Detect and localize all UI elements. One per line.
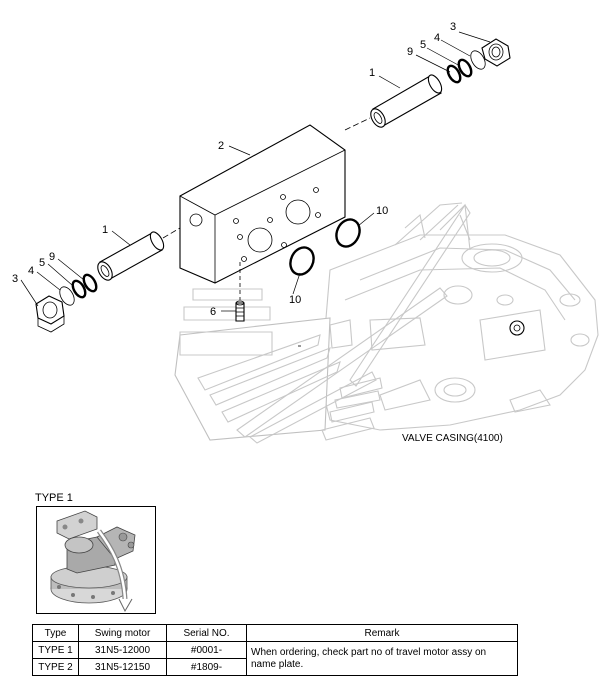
sleeve-lower-part-1 <box>97 231 165 281</box>
callout-4-upper: 4 <box>434 32 440 44</box>
swing-motor-illustration <box>37 507 155 613</box>
callout-10-lower: 10 <box>289 294 301 306</box>
callout-5-upper: 5 <box>420 39 426 51</box>
callout-9-upper: 9 <box>407 46 413 58</box>
seal-rings-upper <box>446 50 486 84</box>
o-rings-part-10 <box>289 218 361 276</box>
plug-lower-part-3 <box>35 295 65 333</box>
leader-lines <box>20 31 491 312</box>
set-screw-part-6 <box>235 300 245 322</box>
callout-9-lower: 9 <box>49 251 55 263</box>
cell-type: TYPE 2 <box>32 658 79 676</box>
callout-1-lower: 1 <box>102 224 108 236</box>
type-info-table: Type Swing motor Serial NO. Remark TYPE … <box>32 624 518 676</box>
plug-upper-part-3 <box>481 38 511 67</box>
callout-4-lower: 4 <box>28 265 34 277</box>
callout-labels: 1 2 3 4 5 9 10 1 3 4 5 9 10 6 <box>12 21 456 318</box>
cell-swing-motor: 31N5-12000 <box>78 641 167 659</box>
type-section-title: TYPE 1 <box>35 492 73 504</box>
header-swing-motor: Swing motor <box>78 624 167 642</box>
header-remark: Remark <box>246 624 518 642</box>
valve-casing-outline <box>319 202 599 431</box>
callout-6: 6 <box>210 306 216 318</box>
flow-arrow-outline <box>174 203 471 444</box>
callout-1-upper: 1 <box>369 67 375 79</box>
cell-serial-no: #1809- <box>166 658 247 676</box>
center-lines <box>162 117 371 347</box>
header-type: Type <box>32 624 79 642</box>
cell-remark: When ordering, check part no of travel m… <box>246 641 518 676</box>
table-header-row: Type Swing motor Serial NO. Remark <box>32 624 518 642</box>
table-row: TYPE 2 31N5-12150 #1809- <box>32 658 518 676</box>
cell-type: TYPE 1 <box>32 641 79 659</box>
callout-10-upper: 10 <box>376 205 388 217</box>
cell-swing-motor: 31N5-12150 <box>78 658 167 676</box>
valve-block-part-2 <box>179 124 346 284</box>
header-serial-no: Serial NO. <box>166 624 247 642</box>
swing-motor-thumbnail <box>36 506 156 614</box>
callout-3-upper: 3 <box>450 21 456 33</box>
callout-5-lower: 5 <box>39 257 45 269</box>
callout-3-lower: 3 <box>12 273 18 285</box>
sleeve-upper-part-1 <box>370 74 443 128</box>
table-row: TYPE 1 31N5-12000 #0001- When ordering, … <box>32 641 518 676</box>
cell-serial-no: #0001- <box>166 641 247 659</box>
seal-rings-lower <box>59 273 98 306</box>
callout-2: 2 <box>218 140 224 152</box>
housing-caption: VALVE CASING(4100) <box>402 433 503 444</box>
